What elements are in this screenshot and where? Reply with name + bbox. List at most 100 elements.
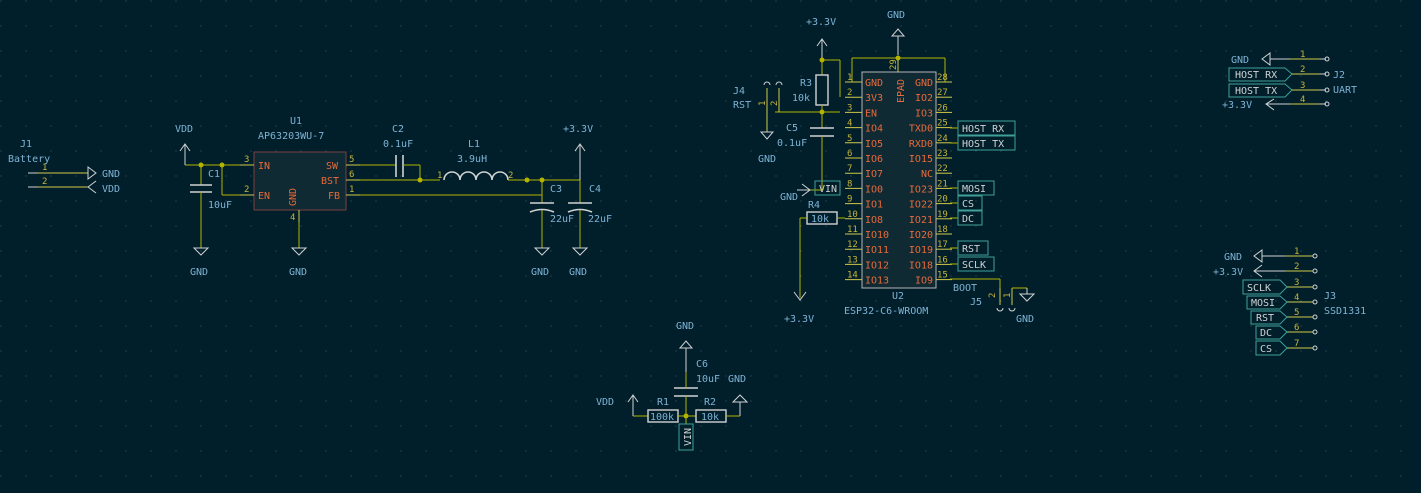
j3-net-gnd: GND bbox=[1224, 252, 1242, 263]
gnd-symbol-c4: GND bbox=[569, 247, 589, 278]
connector-j2[interactable]: GND HOST RX HOST TX +3.3V 1 2 3 4 J2 UAR… bbox=[1222, 50, 1357, 111]
r3-ref: R3 bbox=[800, 78, 812, 89]
u2-left-pin-name: IO8 bbox=[865, 215, 883, 226]
gnd-symbol-c5: GND bbox=[780, 183, 822, 203]
capacitor-c2[interactable]: C2 0.1uF bbox=[383, 124, 421, 180]
u2-right-pin-name: IO3 bbox=[915, 108, 933, 119]
u2-left-pin-name: EN bbox=[865, 108, 877, 119]
capacitor-c3[interactable]: C3 22uF bbox=[529, 180, 574, 248]
j1-pin1: 1 bbox=[42, 163, 47, 173]
u1-pin-bst: BST bbox=[321, 176, 339, 187]
u2-right-pin-num: 21 bbox=[937, 179, 948, 189]
rst-text: RST bbox=[962, 244, 980, 255]
j4-pin1: 1 bbox=[758, 101, 768, 106]
connector-j1[interactable]: J1 Battery 1 2 GND VDD bbox=[8, 139, 120, 195]
connector-j5[interactable]: BOOT J5 2 1 bbox=[953, 283, 1016, 312]
capacitor-c6[interactable]: C6 10uF bbox=[674, 359, 720, 416]
j2-pin3: 3 bbox=[1300, 81, 1305, 91]
net-label-vin-divider[interactable]: VIN bbox=[678, 416, 694, 451]
u2-right-pin-num: 22 bbox=[937, 164, 948, 174]
j2-net-hosttx: HOST TX bbox=[1235, 86, 1277, 97]
net-label-host-tx[interactable]: HOST TX bbox=[950, 135, 1016, 151]
u2-right-pin-num: 28 bbox=[937, 73, 948, 83]
u2-right-pin-num: 16 bbox=[937, 255, 948, 265]
gnd-symbol-r2: GND bbox=[728, 374, 749, 416]
vdd-label-1: VDD bbox=[175, 124, 193, 135]
l1-value: 3.9uH bbox=[457, 154, 487, 165]
u2-right-pin-name: TXD0 bbox=[909, 124, 933, 135]
j2-net-hostrx: HOST RX bbox=[1235, 70, 1277, 81]
gnd-label-c5: GND bbox=[780, 192, 798, 203]
c2-value: 0.1uF bbox=[383, 139, 413, 150]
u2-right-pin-num: 25 bbox=[937, 119, 948, 129]
c1-ref: C1 bbox=[208, 169, 220, 180]
r1-value: 100k bbox=[650, 412, 674, 423]
vin-text: VIN bbox=[819, 184, 837, 195]
net-label-dc[interactable]: DC bbox=[950, 210, 983, 226]
j3-pin2: 2 bbox=[1294, 262, 1299, 272]
u2-right-pin-name: IO9 bbox=[915, 276, 933, 287]
vdd-label-2: VDD bbox=[596, 397, 614, 408]
c2-ref: C2 bbox=[392, 124, 404, 135]
u2-left-pin-num: 7 bbox=[847, 164, 852, 174]
u2-right-pin-num: 15 bbox=[937, 271, 948, 281]
capacitor-c4[interactable]: C4 22uF bbox=[567, 180, 612, 248]
u1-num-fb: 1 bbox=[349, 185, 354, 195]
gnd-symbol-esp: GND bbox=[887, 10, 906, 55]
j3-net-sclk: SCLK bbox=[1247, 283, 1271, 294]
u2-left-pin-name: IO11 bbox=[865, 245, 889, 256]
gnd-label-c1: GND bbox=[190, 267, 208, 278]
divider-vin-text: VIN bbox=[683, 428, 694, 446]
u2-left-pin-num: 1 bbox=[847, 73, 852, 83]
c6-ref: C6 bbox=[696, 359, 708, 370]
u1-pin-fb: FB bbox=[328, 191, 340, 202]
u2-left-pin-name: IO7 bbox=[865, 169, 883, 180]
u2-top-pin-name: EPAD bbox=[896, 79, 907, 103]
net-label-host-rx[interactable]: HOST RX bbox=[950, 120, 1016, 136]
connector-j3[interactable]: GND +3.3V SCLK MOSI RST DC CS 1 2 3 4 5 … bbox=[1213, 247, 1366, 356]
net-label-rst[interactable]: RST bbox=[950, 240, 989, 256]
vdd-symbol-1: VDD bbox=[175, 124, 193, 165]
connector-j4[interactable]: J4 RST 1 2 GND bbox=[733, 81, 783, 165]
mosi-text: MOSI bbox=[962, 184, 986, 195]
j3-net-dc: DC bbox=[1260, 328, 1272, 339]
j3-net-cs: CS bbox=[1260, 344, 1272, 355]
r4-value: 10k bbox=[811, 214, 829, 225]
j2-pin4: 4 bbox=[1300, 95, 1305, 105]
c3-value: 22uF bbox=[550, 214, 574, 225]
u2-right-pin-num: 27 bbox=[937, 88, 948, 98]
j3-pin7: 7 bbox=[1294, 339, 1299, 349]
gnd-symbol-c3: GND bbox=[531, 247, 551, 278]
u2-left-pin-num: 11 bbox=[847, 225, 858, 235]
u1-num-en: 2 bbox=[244, 185, 249, 195]
c4-ref: C4 bbox=[589, 184, 601, 195]
u2-left-pin-name: IO4 bbox=[865, 124, 883, 135]
u2-ref: U2 bbox=[892, 291, 904, 302]
l1-pin2: 2 bbox=[508, 171, 513, 181]
gnd-label-r2: GND bbox=[728, 374, 746, 385]
r2-ref: R2 bbox=[704, 397, 716, 408]
u2-left-pin-name: IO10 bbox=[865, 230, 889, 241]
net-label-sclk[interactable]: SCLK bbox=[950, 256, 995, 272]
u1-value: AP63203WU-7 bbox=[258, 131, 324, 142]
u2-right-pin-name: IO18 bbox=[909, 260, 933, 271]
j2-ref: J2 bbox=[1333, 70, 1345, 81]
u2-left-pin-num: 2 bbox=[847, 88, 852, 98]
j2-gnd-symbol: GND bbox=[1231, 52, 1290, 66]
u2-left-pin-name: 3V3 bbox=[865, 93, 883, 104]
net-label-vin[interactable]: VIN bbox=[814, 180, 841, 196]
net-label-mosi[interactable]: MOSI bbox=[950, 180, 995, 196]
u2-right-pin-name: GND bbox=[915, 78, 933, 89]
gnd-label-j5: GND bbox=[1016, 314, 1034, 325]
capacitor-c1[interactable]: C1 10uF bbox=[190, 165, 232, 248]
net-label-cs[interactable]: CS bbox=[950, 195, 983, 211]
regulator-u1[interactable]: U1 AP63203WU-7 IN EN SW BST FB GND 3 2 5… bbox=[240, 116, 360, 223]
u2-right-pin-num: 24 bbox=[937, 134, 948, 144]
u2-left-pin-name: IO0 bbox=[865, 184, 883, 195]
u2-right-pin-num: 23 bbox=[937, 149, 948, 159]
j2-value: UART bbox=[1333, 85, 1357, 96]
c4-value: 22uF bbox=[588, 214, 612, 225]
